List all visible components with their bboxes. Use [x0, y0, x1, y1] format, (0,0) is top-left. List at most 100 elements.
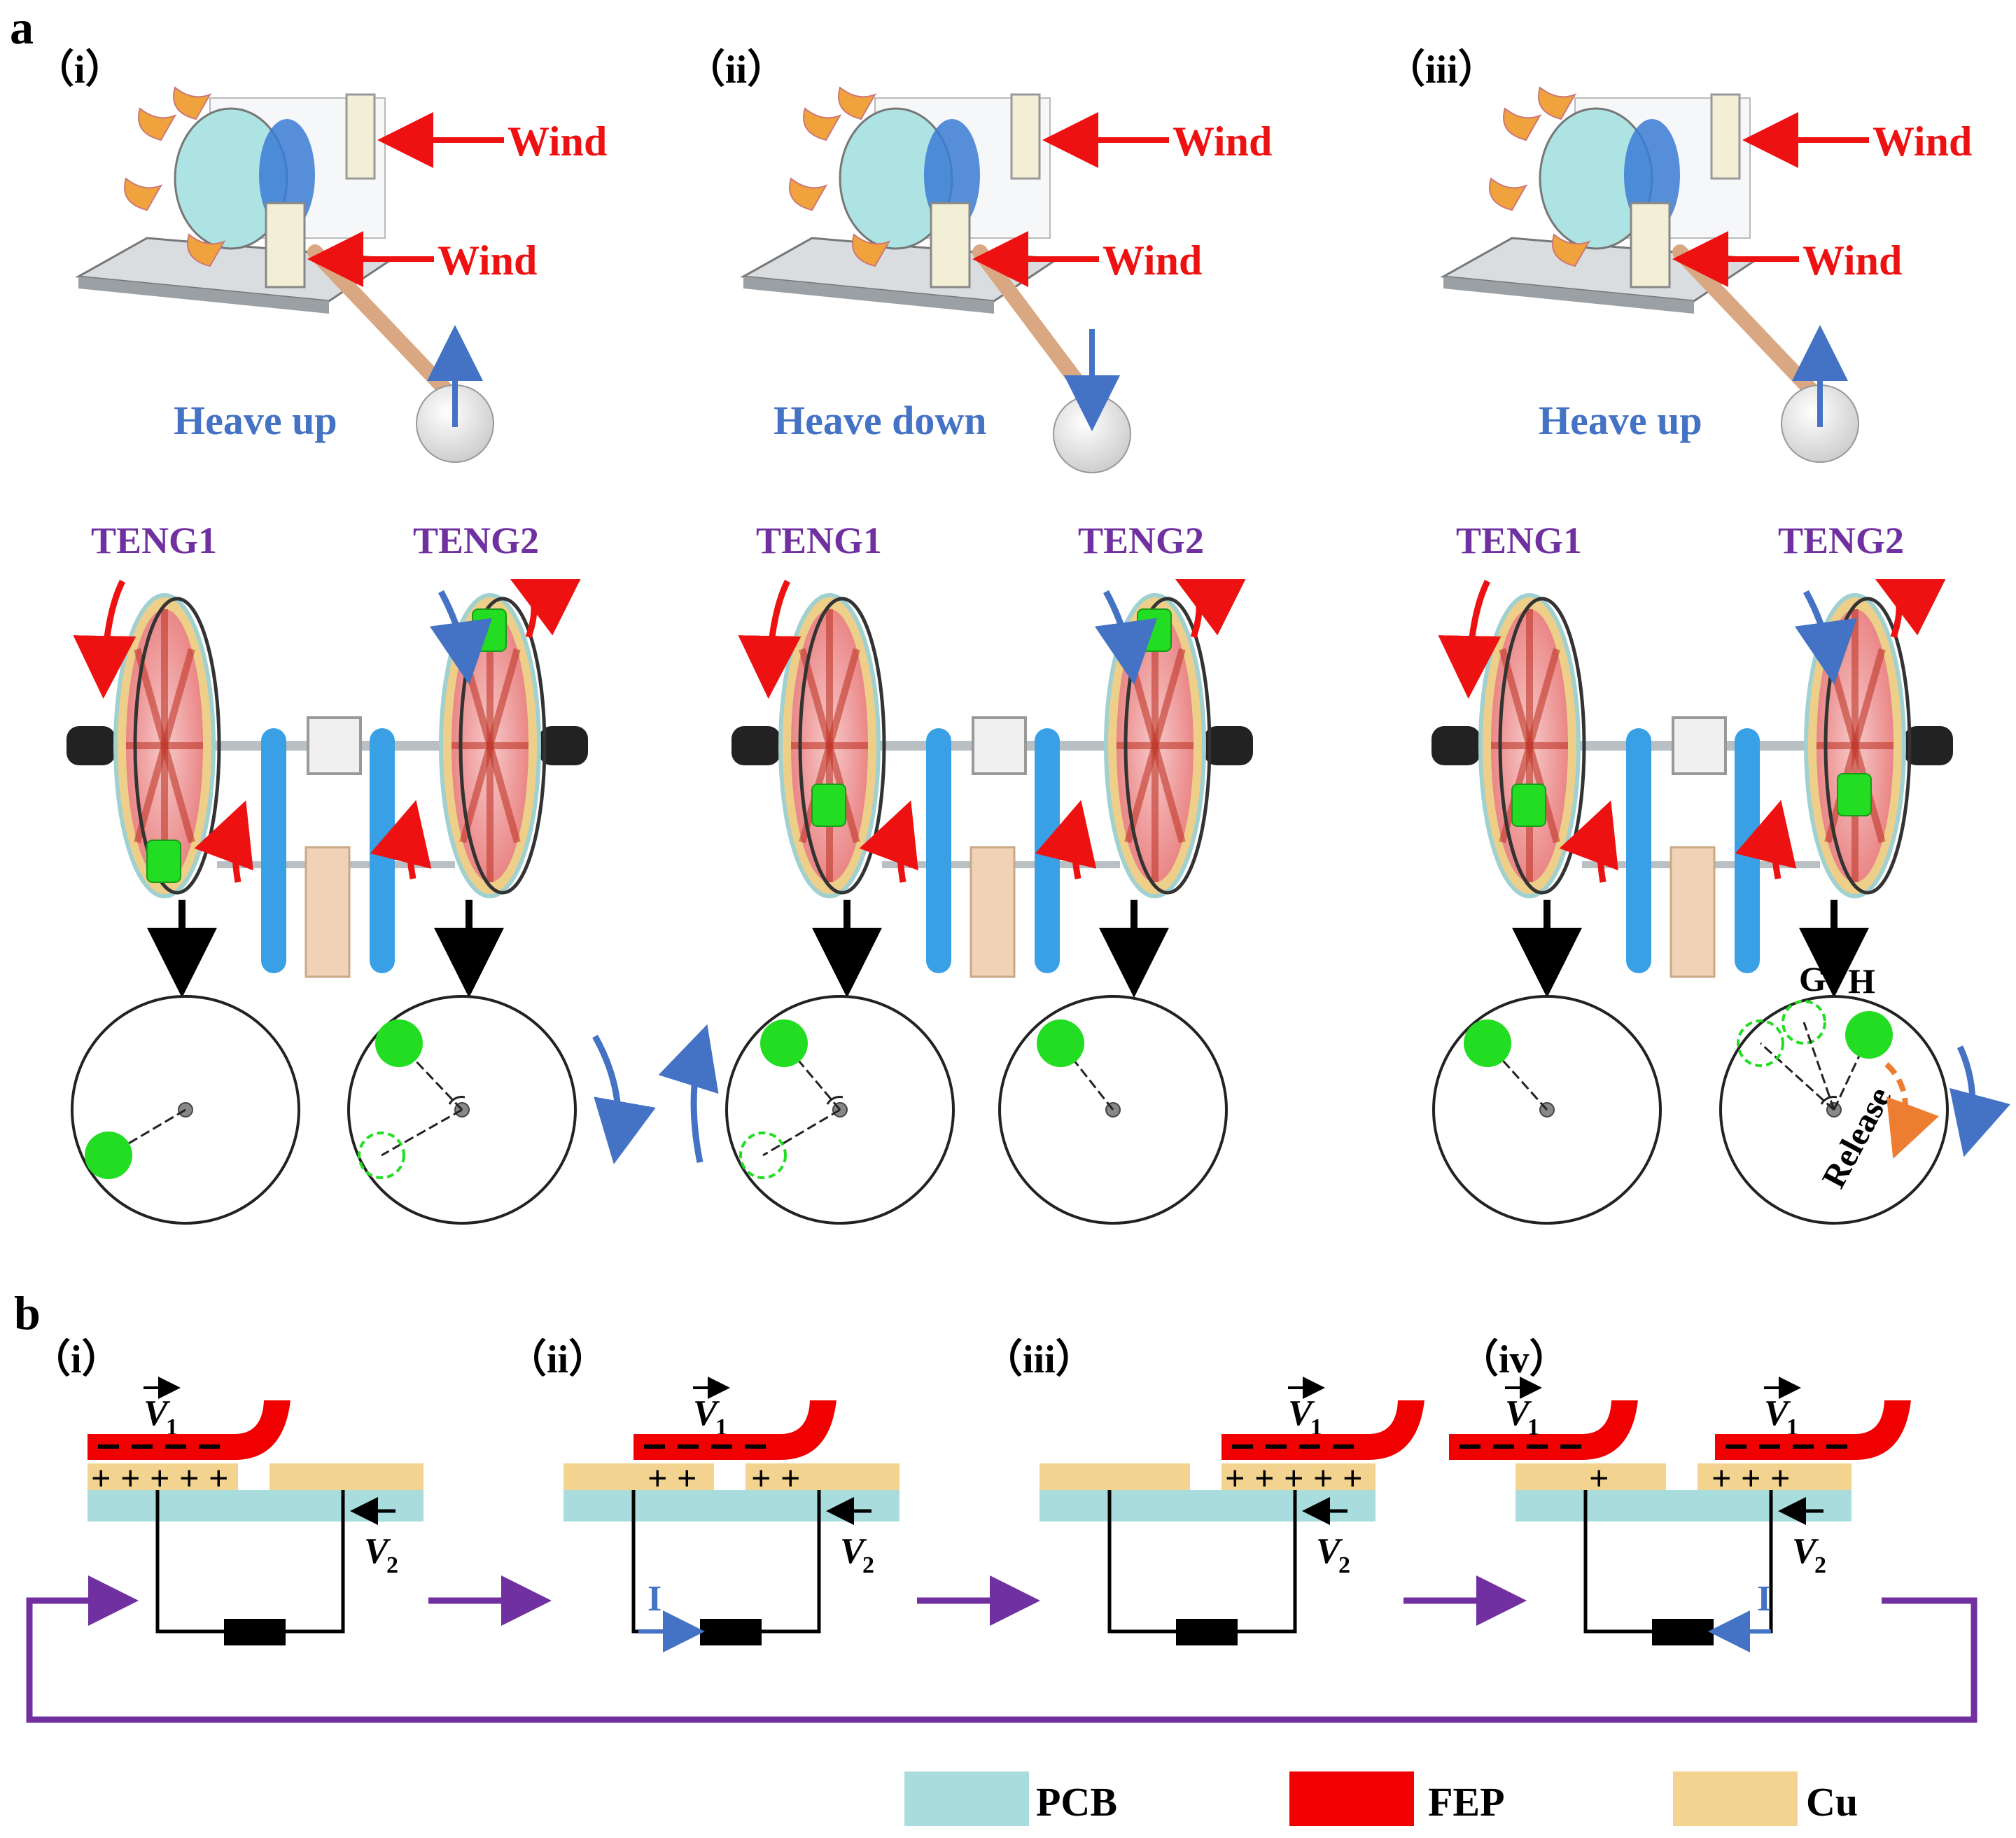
v2-label: V [1316, 1531, 1343, 1571]
fep-film [1449, 1400, 1638, 1460]
angle-mark [448, 1096, 465, 1105]
v1-label: V [1764, 1393, 1791, 1433]
coupling [972, 716, 1027, 775]
load-resistor [1652, 1619, 1714, 1645]
ghost-link [381, 1108, 463, 1157]
positive-charge: + [91, 1458, 111, 1498]
slider-motion-arrow [1094, 590, 1158, 685]
wind-label-lower: Wind [1102, 237, 1202, 284]
pcb-substrate [564, 1490, 899, 1522]
rotation-arrow-teng1 [738, 579, 802, 699]
positive-charge: + [1284, 1458, 1304, 1498]
green-slider [811, 784, 846, 827]
base-plate-edge [78, 277, 329, 314]
rotation-arrow-state [1949, 1045, 2011, 1157]
panel-b-label: b [14, 1286, 41, 1339]
turbine-blade [1503, 107, 1542, 141]
panel-a-label: a [10, 1, 34, 54]
cu-electrode [1040, 1463, 1190, 1490]
wind-label-upper: Wind [1172, 118, 1272, 165]
positive-charge: + [677, 1458, 697, 1498]
turbine-blade [124, 177, 163, 211]
gear-right [1735, 728, 1760, 973]
support-post [345, 93, 376, 180]
rotation-arrow-gear-right [1035, 800, 1097, 879]
rotation-arrow-teng1 [73, 579, 136, 699]
turbine-blade [803, 107, 842, 141]
green-slider [472, 608, 507, 652]
teng-sector [1152, 648, 1186, 747]
slider-motion-arrow [1794, 590, 1858, 685]
base-plate-edge [743, 277, 994, 314]
v1b-label: V [1505, 1393, 1532, 1433]
v2-label: V [364, 1531, 391, 1571]
wind-label-upper: Wind [507, 118, 607, 165]
rotation-arrow-state [658, 1024, 719, 1163]
pcb-substrate [1516, 1490, 1851, 1522]
stage-label: （i） [31, 1337, 121, 1381]
positive-charge: + [150, 1458, 170, 1498]
v2-label-sub: 2 [386, 1552, 398, 1578]
v2-label: V [1792, 1531, 1819, 1571]
load-resistor [224, 1619, 286, 1645]
support-post [1710, 93, 1741, 180]
wood-block [304, 846, 351, 978]
turbine-blade [173, 86, 212, 120]
legend-label-pcb: PCB [1036, 1779, 1117, 1825]
teng2-label: TENG2 [1078, 520, 1204, 562]
teng-disc-edge [1823, 597, 1912, 895]
cu-electrode [1516, 1463, 1666, 1490]
wood-block [1670, 846, 1716, 978]
legend-swatch-cu [1673, 1771, 1798, 1826]
positive-charge: + [1712, 1458, 1732, 1498]
teng-sector [826, 648, 860, 747]
teng1-label: TENG1 [91, 520, 217, 562]
slider-position [375, 1019, 423, 1067]
fep-film [1222, 1400, 1424, 1460]
teng-disc-edge [458, 597, 547, 895]
point-g-label: G [1799, 959, 1826, 998]
ghost-link [1759, 1042, 1835, 1111]
teng-disc-edge [1124, 597, 1212, 895]
turbine-blade [1489, 177, 1528, 211]
current-label: I [1757, 1579, 1771, 1619]
rotation-arrow-gear-left [859, 800, 918, 883]
v1-label: V [1288, 1393, 1315, 1433]
rotation-arrow-teng2 [510, 578, 581, 639]
teng1-label: TENG1 [756, 520, 882, 562]
gear-left [1626, 728, 1651, 973]
teng-disc-edge [798, 597, 886, 895]
wood-block [969, 846, 1016, 978]
teng-disc-edge [1498, 597, 1586, 895]
shaft-end-right [1904, 726, 1953, 765]
rotation-arrow-teng2 [1175, 578, 1246, 639]
fep-film [634, 1400, 836, 1460]
teng1-label: TENG1 [1456, 520, 1582, 562]
green-slider [1137, 608, 1172, 652]
v1-label-sub: 1 [715, 1414, 727, 1440]
positive-charge: + [120, 1458, 141, 1498]
v1-label-sub: 1 [1310, 1414, 1322, 1440]
flow-arrows [26, 1575, 1977, 1723]
release-arrow [1884, 1062, 1939, 1159]
green-slider [1837, 773, 1872, 816]
wind-label-upper: Wind [1872, 118, 1972, 165]
rotation-arrow-gear-left [194, 800, 253, 883]
rotation-arrow-teng2 [1875, 578, 1946, 639]
angle-mark [826, 1096, 844, 1105]
shaft-end-right [1204, 726, 1253, 765]
rotation-arrow-teng1 [1438, 579, 1502, 699]
positive-charge: + [751, 1458, 771, 1498]
ghost-slider [739, 1132, 787, 1179]
load-resistor [700, 1619, 762, 1645]
ghost-slider [1737, 1019, 1784, 1067]
legend-label-cu: Cu [1806, 1779, 1858, 1825]
positive-charge: + [209, 1458, 229, 1498]
teng2-label: TENG2 [413, 520, 539, 562]
teng-sector [1152, 744, 1186, 844]
coupling [307, 716, 362, 775]
v1-label: V [144, 1393, 171, 1433]
